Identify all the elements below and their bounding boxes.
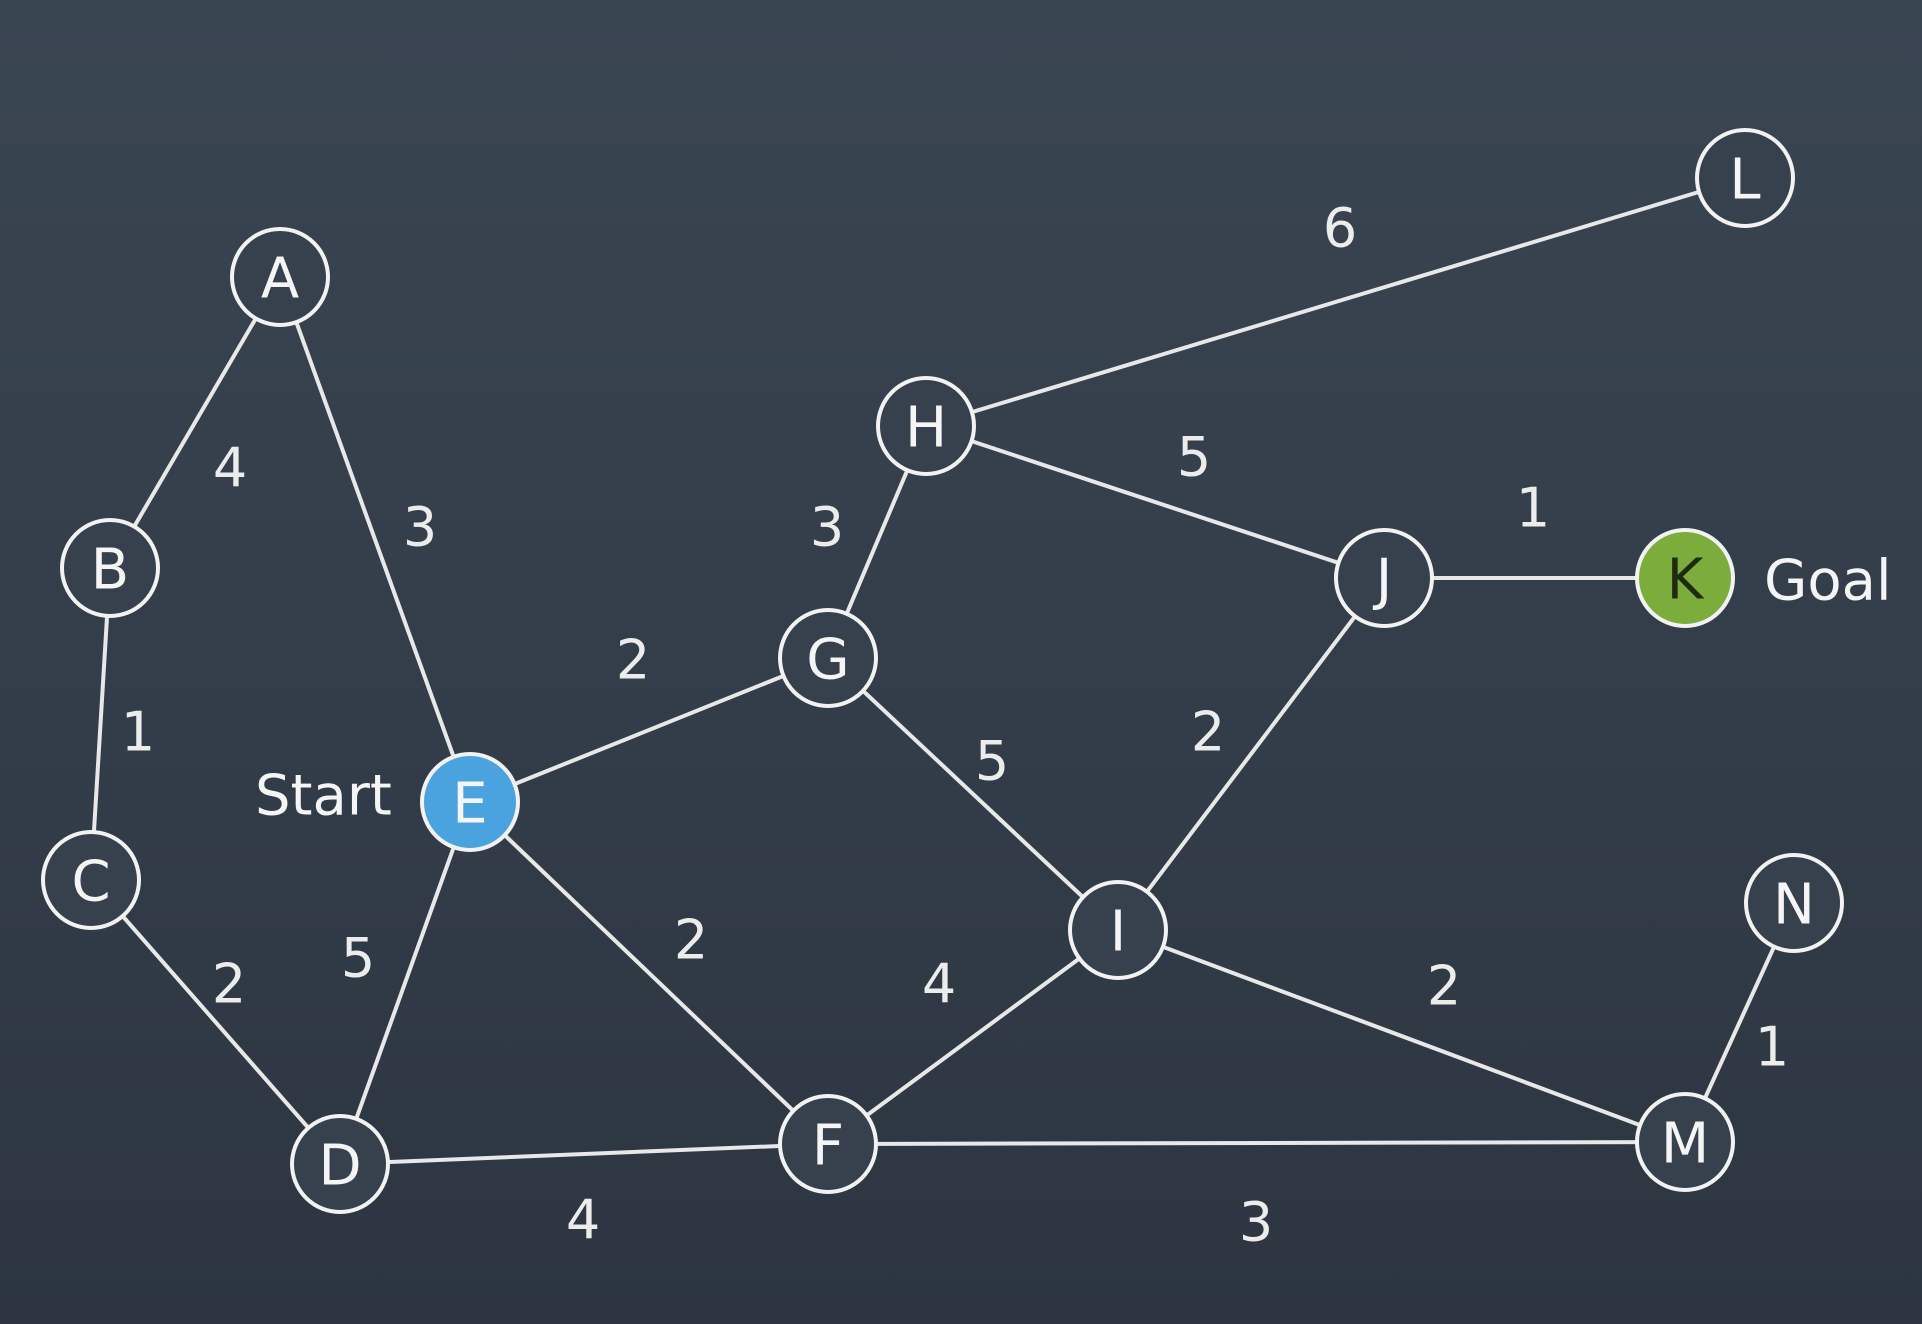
node-n: N	[1744, 853, 1844, 953]
edge-a-e	[278, 275, 472, 804]
edge-weight-i-j: 2	[1191, 701, 1225, 764]
edge-weight-b-c: 1	[121, 701, 155, 764]
edge-weight-f-m: 3	[1239, 1191, 1273, 1254]
edge-f-m	[826, 1140, 1687, 1146]
node-circle-h	[876, 376, 976, 476]
edge-weight-a-b: 4	[213, 437, 247, 500]
edge-i-j	[1116, 576, 1386, 932]
node-label-h: H	[905, 396, 947, 461]
node-k: K	[1635, 528, 1735, 628]
node-circle-m	[1635, 1092, 1735, 1192]
node-circle-d	[290, 1114, 390, 1214]
edge-weight-e-f: 2	[674, 909, 708, 972]
edge-weight-m-n: 1	[1755, 1016, 1789, 1079]
node-circle-k	[1635, 528, 1735, 628]
node-a: A	[230, 227, 330, 327]
node-circle-l	[1695, 128, 1795, 228]
edge-h-l	[924, 176, 1747, 428]
node-circle-g	[778, 608, 878, 708]
edge-weight-g-i: 5	[975, 730, 1009, 793]
node-b: B	[60, 518, 160, 618]
node-circle-c	[41, 830, 141, 930]
edge-weights-layer: 4 3 1 2 5 4 2 2 3 5 6 5 1 2 4 2 3 1	[121, 197, 1789, 1254]
goal-label: Goal	[1764, 549, 1892, 614]
node-label-a: A	[261, 247, 299, 312]
edge-weight-h-l: 6	[1323, 197, 1357, 260]
node-circle-e	[420, 752, 520, 852]
edge-weight-f-i: 4	[922, 953, 956, 1016]
edge-e-g	[468, 656, 830, 804]
node-e: E	[420, 752, 520, 852]
edge-weight-d-e: 5	[341, 927, 375, 990]
node-label-f: F	[812, 1114, 844, 1179]
node-label-m: M	[1661, 1112, 1709, 1177]
edge-g-i	[826, 656, 1120, 932]
edge-weight-h-j: 5	[1177, 426, 1211, 489]
edge-weight-d-f: 4	[566, 1189, 600, 1252]
node-circle-f	[778, 1094, 878, 1194]
node-circle-j	[1334, 528, 1434, 628]
node-circle-i	[1068, 880, 1168, 980]
node-label-n: N	[1773, 873, 1815, 938]
node-d: D	[290, 1114, 390, 1214]
node-m: M	[1635, 1092, 1735, 1192]
node-circle-a	[230, 227, 330, 327]
node-label-i: I	[1110, 900, 1127, 965]
edge-a-b	[108, 275, 282, 570]
node-label-l: L	[1729, 148, 1760, 213]
edge-h-j	[924, 424, 1386, 580]
node-label-c: C	[71, 850, 110, 915]
edge-f-i	[826, 928, 1120, 1146]
edge-d-e	[338, 800, 472, 1166]
edges-layer	[89, 176, 1796, 1166]
start-label: Start	[255, 764, 392, 829]
edge-weight-e-g: 2	[616, 629, 650, 692]
edge-weight-j-k: 1	[1516, 477, 1550, 540]
edge-i-m	[1116, 928, 1687, 1144]
edge-d-f	[338, 1142, 830, 1166]
node-label-e: E	[452, 772, 487, 837]
node-label-k: K	[1667, 548, 1705, 613]
edge-weight-c-d: 2	[212, 953, 246, 1016]
node-circle-n	[1744, 853, 1844, 953]
node-i: I	[1068, 880, 1168, 980]
edge-weight-a-e: 3	[403, 496, 437, 559]
node-label-g: G	[806, 628, 849, 693]
nodes-layer: A B C D E F G H I J K L M N	[41, 128, 1844, 1214]
node-label-d: D	[318, 1134, 361, 1199]
edge-c-d	[89, 878, 342, 1166]
edge-weight-g-h: 3	[810, 496, 844, 559]
node-circle-b	[60, 518, 160, 618]
node-label-j: J	[1373, 548, 1393, 613]
node-h: H	[876, 376, 976, 476]
node-j: J	[1334, 528, 1434, 628]
node-f: F	[778, 1094, 878, 1194]
node-g: G	[778, 608, 878, 708]
node-label-b: B	[91, 538, 129, 603]
edge-b-c	[89, 566, 112, 882]
node-l: L	[1695, 128, 1795, 228]
edge-weight-i-m: 2	[1427, 955, 1461, 1018]
edge-e-f	[468, 800, 830, 1146]
node-c: C	[41, 830, 141, 930]
